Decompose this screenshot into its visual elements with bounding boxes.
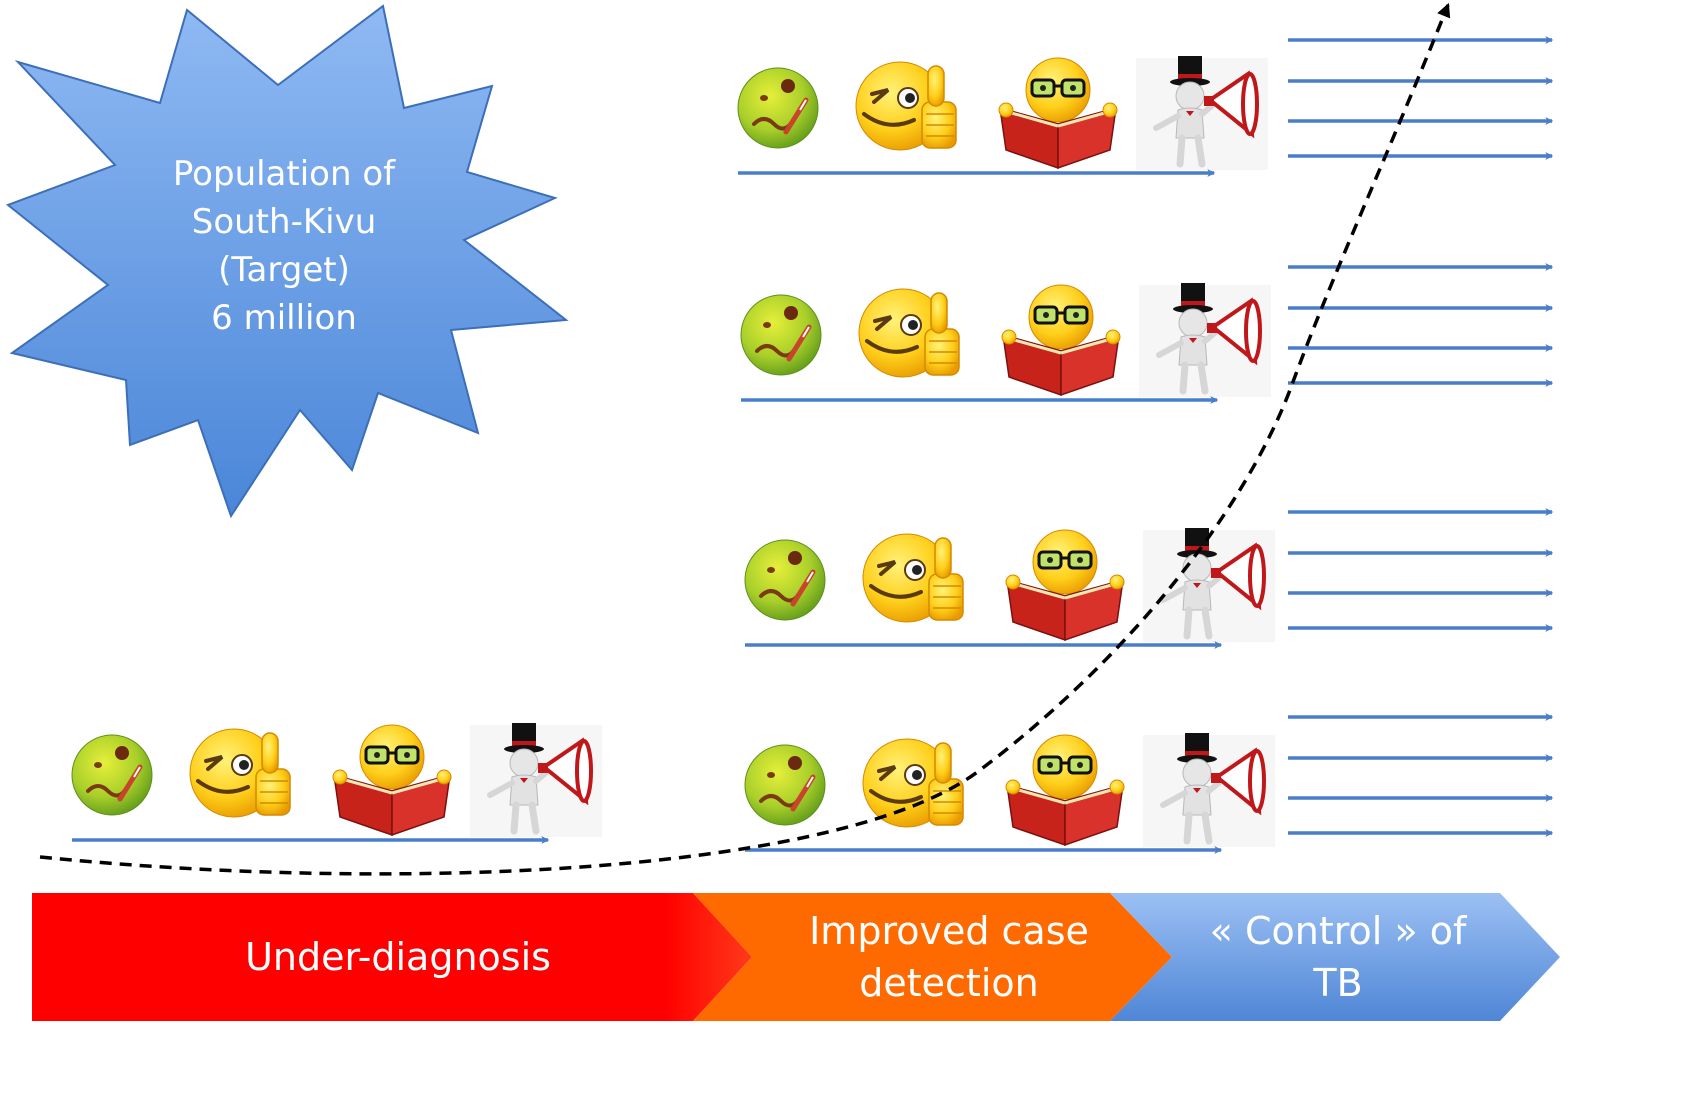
patient-pathway-groups bbox=[71, 36, 1554, 854]
stage-progress-bar: Under-diagnosis Improved case detection « C… bbox=[32, 893, 1560, 1021]
starburst-line: South-Kivu bbox=[192, 202, 377, 242]
stage-improved-case-detection bbox=[693, 893, 1172, 1021]
reading-face-icon bbox=[1005, 529, 1125, 642]
sick-face-icon bbox=[740, 294, 822, 376]
sick-face-icon bbox=[71, 734, 153, 816]
expanded-group bbox=[744, 713, 1554, 854]
wink-thumbs-up-face-icon bbox=[189, 728, 291, 818]
expanded-group bbox=[744, 508, 1554, 649]
sick-face-icon bbox=[737, 67, 819, 149]
stage-label: TB bbox=[1312, 961, 1362, 1005]
reading-face-icon bbox=[1005, 734, 1125, 847]
sick-face-icon bbox=[744, 744, 826, 826]
starburst-line: (Target) bbox=[218, 250, 350, 290]
wink-thumbs-up-face-icon bbox=[862, 533, 964, 623]
announcer-figure-icon bbox=[1136, 56, 1268, 170]
starburst-line: Population of bbox=[173, 154, 396, 194]
population-starburst: Population of South-Kivu (Target) 6 million bbox=[5, 4, 569, 519]
reading-face-icon bbox=[1001, 284, 1121, 397]
growth-curve bbox=[39, 2, 1451, 876]
wink-thumbs-up-face-icon bbox=[858, 288, 960, 378]
wink-thumbs-up-face-icon bbox=[855, 61, 957, 151]
reading-face-icon bbox=[998, 57, 1118, 170]
announcer-figure-icon bbox=[1143, 733, 1275, 847]
expanded-group bbox=[740, 263, 1554, 404]
stage-label: « Control » of bbox=[1210, 909, 1468, 953]
stage-control-of-tb bbox=[1110, 893, 1560, 1021]
starburst-shape bbox=[5, 4, 569, 519]
announcer-figure-icon bbox=[1139, 283, 1271, 397]
reading-face-icon bbox=[332, 724, 452, 837]
wink-thumbs-up-face-icon bbox=[862, 738, 964, 828]
starburst-line: 6 million bbox=[211, 298, 357, 338]
expanded-group bbox=[737, 36, 1554, 177]
initial-group bbox=[71, 723, 602, 844]
announcer-figure-icon bbox=[470, 723, 602, 837]
stage-under-diagnosis bbox=[32, 893, 752, 1021]
sick-face-icon bbox=[744, 539, 826, 621]
stage-label: detection bbox=[859, 961, 1038, 1005]
announcer-figure-icon bbox=[1143, 528, 1275, 642]
stage-label: Improved case bbox=[809, 909, 1089, 953]
stage-label: Under-diagnosis bbox=[245, 935, 551, 979]
